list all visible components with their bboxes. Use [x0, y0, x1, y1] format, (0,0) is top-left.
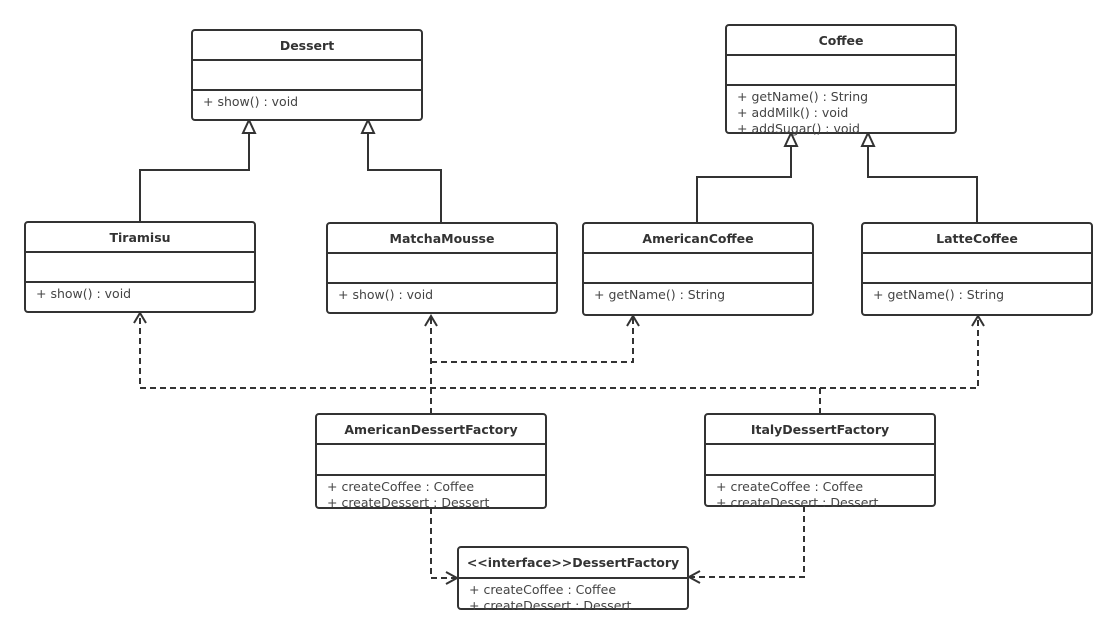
class-method: + show() : void — [338, 287, 433, 302]
class-name: ItalyDessertFactory — [751, 422, 889, 437]
edge-tiramisu-dessert — [139, 133, 250, 222]
dependency-arrow-icon — [424, 314, 438, 327]
class-dessert[interactable]: Dessert + show() : void — [191, 29, 423, 121]
class-name: AmericanCoffee — [642, 231, 753, 246]
class-name: <<interface>>DessertFactory — [467, 555, 679, 570]
class-method: + addMilk() : void — [737, 105, 848, 120]
class-method: + createDessert : Dessert — [716, 495, 879, 510]
class-coffee[interactable]: Coffee + getName() : String+ addMilk() : … — [725, 24, 957, 136]
edge-idf-latte — [820, 318, 979, 389]
class-latte-coffee[interactable]: LatteCoffee + getName() : String — [861, 222, 1093, 316]
class-box — [725, 24, 957, 134]
edge-idf-tiramisu — [139, 315, 821, 414]
class-method: + createCoffee : Coffee — [327, 479, 474, 494]
class-method: + createCoffee : Coffee — [469, 582, 616, 597]
edge-matcha-dessert — [367, 133, 442, 223]
class-italy-dessert-factory[interactable]: ItalyDessertFactory + createCoffee : Coff… — [704, 413, 936, 510]
class-box — [582, 222, 814, 316]
edge-american-coffee-coffee — [696, 146, 792, 223]
generalization-arrow-icon — [783, 130, 799, 147]
class-name: Coffee — [819, 33, 864, 48]
class-american-coffee[interactable]: AmericanCoffee + getName() : String — [582, 222, 814, 316]
edges — [133, 117, 985, 585]
class-method: + createDessert : Dessert — [327, 495, 490, 510]
edge-latte-coffee — [867, 146, 978, 223]
class-american-dessert-factory[interactable]: AmericanDessertFactory + createCoffee : C… — [315, 413, 547, 510]
edge-adf-interface — [430, 508, 456, 579]
class-method: + show() : void — [203, 94, 298, 109]
generalization-arrow-icon — [860, 130, 876, 147]
class-box — [704, 413, 936, 507]
class-method: + show() : void — [36, 286, 131, 301]
class-name: LatteCoffee — [936, 231, 1018, 246]
class-method: + addSugar() : void — [737, 121, 860, 136]
class-dessert-factory[interactable]: <<interface>>DessertFactory + createCoffe… — [457, 546, 689, 613]
class-box — [191, 29, 423, 121]
class-tiramisu[interactable]: Tiramisu + show() : void — [24, 221, 256, 313]
class-method: + getName() : String — [873, 287, 1004, 302]
generalization-arrow-icon — [241, 117, 257, 134]
class-method: + getName() : String — [594, 287, 725, 302]
class-matcha-mousse[interactable]: MatchaMousse + show() : void — [326, 222, 558, 314]
edge-idf-interface — [690, 506, 805, 578]
class-box — [326, 222, 558, 314]
class-method: + createDessert : Dessert — [469, 598, 632, 613]
class-name: AmericanDessertFactory — [344, 422, 517, 437]
class-method: + getName() : String — [737, 89, 868, 104]
class-box — [315, 413, 547, 509]
class-method: + createCoffee : Coffee — [716, 479, 863, 494]
class-name: Dessert — [280, 38, 334, 53]
edge-adf-american-coffee — [431, 318, 634, 363]
class-box — [861, 222, 1093, 316]
class-name: MatchaMousse — [390, 231, 495, 246]
class-name: Tiramisu — [109, 230, 170, 245]
class-box — [24, 221, 256, 313]
generalization-arrow-icon — [360, 117, 376, 134]
